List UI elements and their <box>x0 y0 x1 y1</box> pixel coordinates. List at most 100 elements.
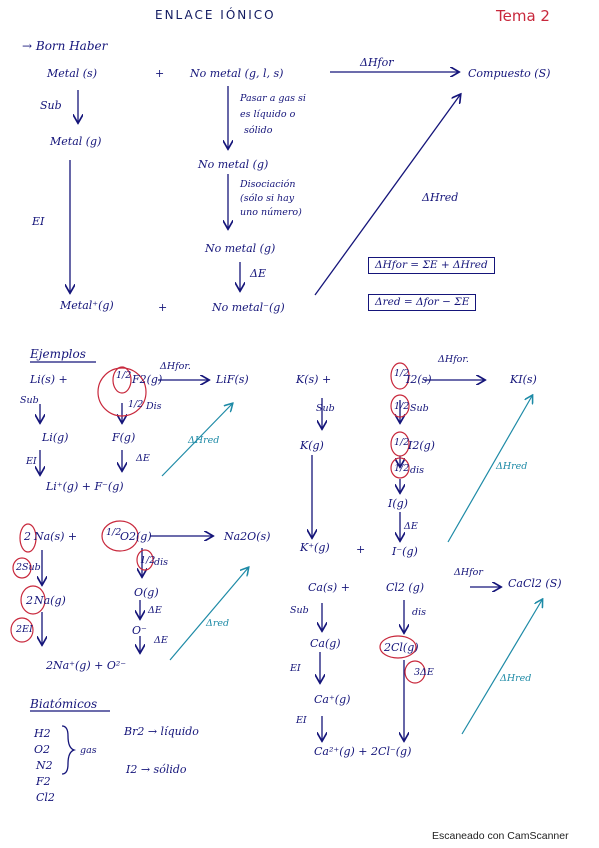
biatomicos-heading: Biatómicos <box>30 697 98 711</box>
ki-half-dis: 1/2 <box>394 463 410 474</box>
cacl2-ions: Ca²⁺(g) + 2Cl⁻(g) <box>314 745 412 758</box>
compound: Compuesto (S) <box>468 67 551 80</box>
ki-sub2: Sub <box>410 403 429 414</box>
i2-solid: I2 → sólido <box>126 763 187 776</box>
ki-half-sub: 1/2 <box>394 401 410 412</box>
cacl2-ca-plus: Ca⁺(g) <box>314 693 351 706</box>
na2o-o-minus: O⁻ <box>132 624 147 637</box>
na2o-half-dis: 1/2 <box>140 555 156 566</box>
ki-dhfor: ΔHfor. <box>438 354 469 365</box>
disociacion-note-2: (sólo si hay <box>240 193 295 204</box>
na2o-de1: ΔE <box>148 605 162 616</box>
nonmetal-anion: No metal⁻(g) <box>212 301 285 314</box>
cacl2-cl-gas: 2Cl(g) <box>384 641 419 654</box>
nonmetal-any-state: No metal (g, l, s) <box>190 67 284 80</box>
cacl2-de: 3ΔE <box>414 667 434 678</box>
ki-sub: Sub <box>316 403 335 414</box>
na2o-sub: 2Sub <box>16 562 41 573</box>
lif-li-solid: Li(s) + <box>30 373 68 386</box>
lif-f-gas: F(g) <box>112 431 136 444</box>
ki-k-ion: K⁺(g) <box>300 541 330 554</box>
born-haber-heading: → Born Haber <box>22 39 108 53</box>
biatomic-n2: N2 <box>36 759 53 772</box>
lif-de: ΔE <box>136 453 150 464</box>
nonmetal-gas-2: No metal (g) <box>205 242 276 255</box>
lif-li-gas: Li(g) <box>42 431 69 444</box>
metal-solid: Metal (s) <box>47 67 97 80</box>
ki-plus: + <box>356 543 366 556</box>
ki-half: 1/2 <box>394 368 410 379</box>
na2o-coef2: 2 <box>26 594 33 607</box>
cacl2-ei1: EI <box>290 663 301 674</box>
biatomic-o2: O2 <box>34 743 51 756</box>
cacl2-product: CaCl2 (S) <box>508 577 562 590</box>
ei-label: EI <box>32 215 45 228</box>
lif-ei: EI <box>26 456 37 467</box>
cacl2-ca-gas: Ca(g) <box>310 637 341 650</box>
ki-i-ion: I⁻(g) <box>392 545 418 558</box>
topic-tag: Tema 2 <box>496 7 550 25</box>
camscanner-footer: Escaneado con CamScanner <box>432 830 569 842</box>
lif-f2: F2(g) <box>132 373 163 386</box>
biatomic-cl2: Cl2 <box>36 791 55 804</box>
br2-liquid: Br2 → líquido <box>124 725 199 738</box>
biatomic-f2: F2 <box>36 775 51 788</box>
ki-product: KI(s) <box>510 373 537 386</box>
metal-cation: Metal⁺(g) <box>60 299 114 312</box>
ki-k-gas: K(g) <box>300 439 324 452</box>
page-title: ENLACE IÓNICO <box>155 8 276 22</box>
na2o-dis: dis <box>154 557 168 568</box>
ki-de: ΔE <box>404 521 418 532</box>
cacl2-ca-solid: Ca(s) + <box>308 581 350 594</box>
biatomic-gas: gas <box>80 745 97 756</box>
ki-k-solid: K(s) + <box>296 373 332 386</box>
na2o-ei: 2EI <box>16 624 33 635</box>
nonmetal-gas: No metal (g) <box>198 158 269 171</box>
formula-dred: Δred = Δfor − ΣE <box>368 294 477 311</box>
lif-product: LiF(s) <box>216 373 249 386</box>
na2o-de2: ΔE <box>154 635 168 646</box>
lif-dhred: ΔHred <box>188 435 220 446</box>
lif-sub: Sub <box>20 395 39 406</box>
na2o-half: 1/2 <box>106 527 122 538</box>
na2o-ions: 2Na⁺(g) + O²⁻ <box>46 659 127 672</box>
lif-ions: Li⁺(g) + F⁻(g) <box>46 480 124 493</box>
ki-i2: I2(s) <box>406 373 432 386</box>
de-label: ΔE <box>250 267 266 280</box>
na2o-na-solid: Na(s) + <box>34 530 78 543</box>
ki-dhred: ΔHred <box>496 461 528 472</box>
na2o-na-gas: Na(g) <box>34 594 66 607</box>
lif-dhfor: ΔHfor. <box>160 361 191 372</box>
ki-dis: dis <box>410 465 424 476</box>
lif-dis-half: 1/2 <box>128 399 144 410</box>
dhred-label: ΔHred <box>422 191 459 204</box>
sub-label: Sub <box>40 99 62 112</box>
cacl2-ei2: EI <box>296 715 307 726</box>
metal-gas: Metal (g) <box>50 135 102 148</box>
dhfor-label: ΔHfor <box>360 56 394 69</box>
na2o-product: Na2O(s) <box>224 530 271 543</box>
na2o-dred: Δred <box>206 618 230 629</box>
cacl2-cl2: Cl2 (g) <box>386 581 425 594</box>
ejemplos-heading: Ejemplos <box>30 347 86 361</box>
plus-sign-2: + <box>158 301 168 314</box>
cacl2-dis: dis <box>412 607 426 618</box>
na2o-o2: O2(g) <box>120 530 152 543</box>
disociacion-note-3: uno número) <box>240 207 302 218</box>
formula-dhfor: ΔHfor = ΣE + ΔHred <box>368 257 495 274</box>
lif-dis: Dis <box>146 401 162 412</box>
na2o-o-gas: O(g) <box>134 586 159 599</box>
disociacion-note-1: Disociación <box>240 179 296 190</box>
cacl2-dhfor: ΔHfor <box>454 567 483 578</box>
ki-i-gas: I(g) <box>388 497 408 510</box>
pasar-note-2: es líquido o <box>240 109 296 120</box>
na2o-coef: 2 <box>24 530 31 543</box>
pasar-note-1: Pasar a gas si <box>240 93 306 104</box>
ki-i2-gas: I2(g) <box>408 439 435 452</box>
biatomic-h2: H2 <box>34 727 51 740</box>
pasar-note-3: sólido <box>244 125 273 136</box>
ki-half-i2: 1/2 <box>394 437 410 448</box>
cacl2-sub: Sub <box>290 605 309 616</box>
